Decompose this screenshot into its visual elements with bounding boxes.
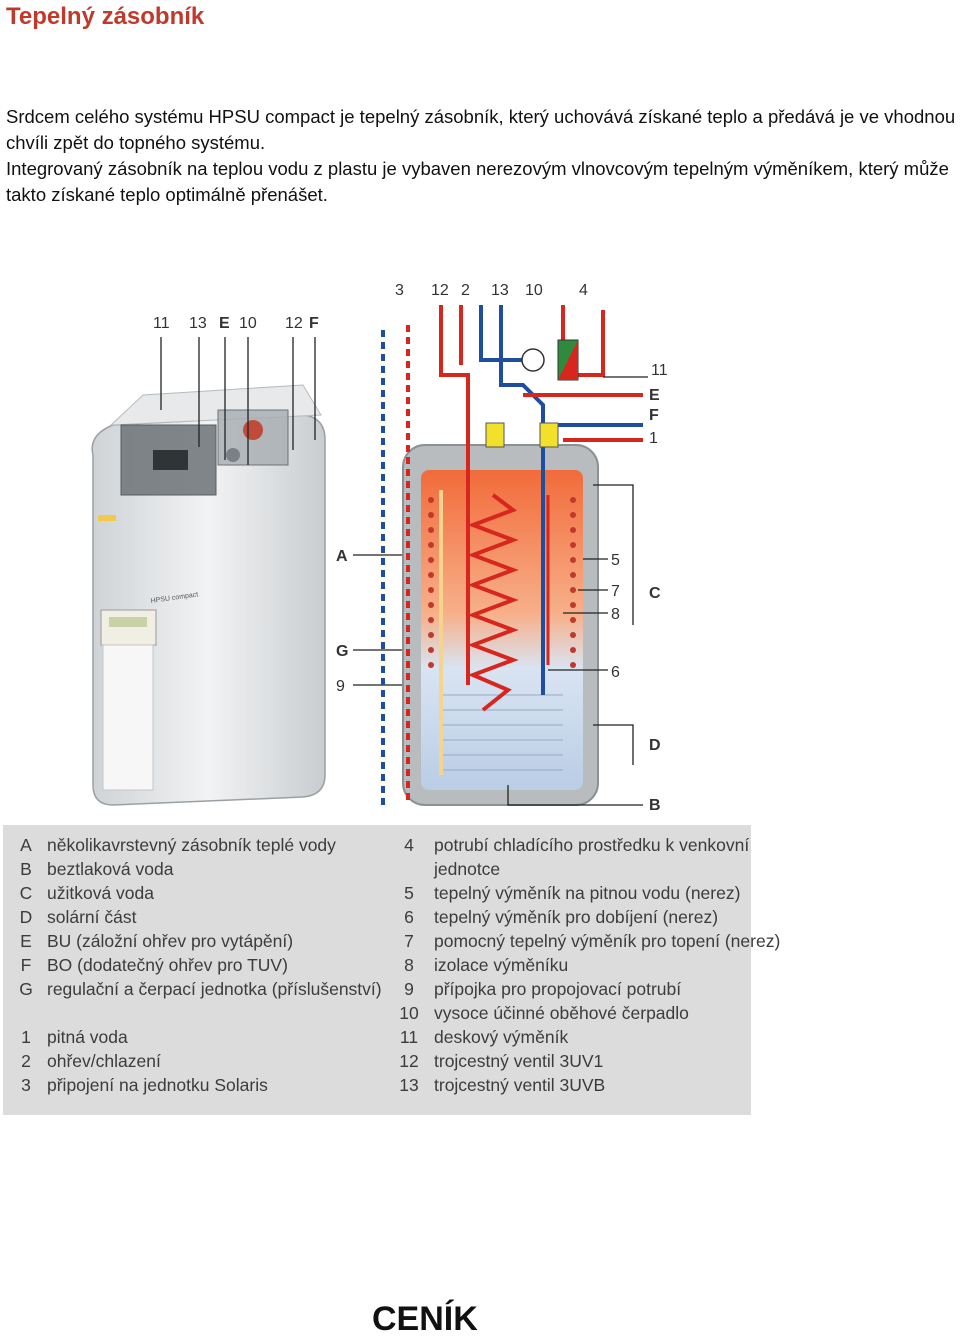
legend-text: pitná voda bbox=[47, 1027, 128, 1047]
callout-right-F: F bbox=[649, 407, 659, 424]
legend-key: G bbox=[19, 979, 33, 999]
tank-diagram: HPSU compact 11 13 E 10 12 bbox=[3, 265, 751, 825]
price-list-heading: CENÍK bbox=[372, 1300, 478, 1338]
callout-F: F bbox=[309, 315, 319, 332]
legend-text: beztlaková voda bbox=[47, 859, 174, 879]
legend-text: tepelný výměník na pitnou vodu (nerez) bbox=[434, 883, 741, 903]
legend-text: trojcestný ventil 3UV1 bbox=[434, 1051, 604, 1071]
page-title: Tepelný zásobník bbox=[6, 3, 205, 30]
legend-text: tepelný výměník pro dobíjení (nerez) bbox=[434, 907, 719, 927]
callout-right-D: D bbox=[649, 737, 661, 754]
legend-text: ohřev/chlazení bbox=[47, 1051, 161, 1071]
callout-right-E: E bbox=[649, 387, 660, 404]
callout-right-6: 6 bbox=[611, 664, 620, 681]
legend-text: izolace výměníku bbox=[434, 955, 569, 975]
legend-text: užitková voda bbox=[47, 883, 155, 903]
legend-key: 5 bbox=[404, 883, 414, 903]
intro-paragraph: Srdcem celého systému HPSU compact je te… bbox=[6, 106, 956, 153]
callout-E: E bbox=[219, 315, 230, 332]
callout-right-1: 1 bbox=[649, 430, 658, 447]
legend-key: 2 bbox=[21, 1051, 31, 1071]
legend-text: solární část bbox=[47, 907, 137, 927]
legend-text: pomocný tepelný výměník pro topení (nere… bbox=[434, 931, 781, 951]
callout-13: 13 bbox=[189, 315, 207, 332]
legend-key: 13 bbox=[399, 1075, 419, 1095]
callout-right-5: 5 bbox=[611, 552, 620, 569]
legend-key: C bbox=[19, 883, 33, 903]
legend-text: vysoce účinné oběhové čerpadlo bbox=[434, 1003, 689, 1023]
callout-top-13: 13 bbox=[491, 282, 509, 299]
legend-text: trojcestný ventil 3UVB bbox=[434, 1075, 606, 1095]
legend-text: BO (dodatečný ohřev pro TUV) bbox=[47, 955, 288, 975]
legend-key: A bbox=[20, 835, 32, 855]
legend-key: 8 bbox=[404, 955, 414, 975]
legend-key: 10 bbox=[399, 1003, 419, 1023]
callout-right-8: 8 bbox=[611, 606, 620, 623]
legend-text: regulační a čerpací jednotka (příslušens… bbox=[47, 979, 382, 999]
legend-key: E bbox=[20, 931, 32, 951]
legend-key: F bbox=[20, 955, 32, 975]
legend-key: 6 bbox=[404, 907, 414, 927]
callout-top-12: 12 bbox=[431, 282, 449, 299]
legend-key: 9 bbox=[404, 979, 414, 999]
callout-top-2: 2 bbox=[461, 282, 470, 299]
legend-key: D bbox=[19, 907, 33, 927]
legend-text: potrubí chladícího prostředku k venkovní bbox=[434, 835, 750, 855]
callout-right-C: C bbox=[649, 585, 661, 602]
callout-right-11: 11 bbox=[651, 362, 668, 379]
intro-paragraph: Integrovaný zásobník na teplou vodu z pl… bbox=[6, 158, 949, 205]
tank-cross-section bbox=[402, 444, 599, 806]
callout-A: A bbox=[336, 548, 348, 565]
hpsu-unit-illustration: HPSU compact bbox=[91, 384, 326, 806]
legend-key: 3 bbox=[21, 1075, 31, 1095]
callout-10: 10 bbox=[239, 315, 257, 332]
legend-text: BU (záložní ohřev pro vytápění) bbox=[47, 931, 294, 951]
storage-tank-figure: HPSU compact 11 13 E 10 12 bbox=[3, 265, 780, 1115]
tank-diagram-svg: HPSU compact 11 13 E 10 12 bbox=[91, 282, 668, 814]
callout-G: G bbox=[336, 643, 348, 660]
callout-right-7: 7 bbox=[611, 583, 620, 600]
legend-text: jednotce bbox=[434, 859, 501, 879]
legend-key: 4 bbox=[404, 835, 414, 855]
legend-key: 1 bbox=[21, 1027, 31, 1047]
legend-key: B bbox=[20, 859, 32, 879]
callout-top-10: 10 bbox=[525, 282, 543, 299]
legend-text: připojení na jednotku Solaris bbox=[47, 1075, 268, 1095]
callout-11: 11 bbox=[153, 315, 170, 332]
callout-12: 12 bbox=[285, 315, 303, 332]
callout-top-3: 3 bbox=[395, 282, 404, 299]
callout-right-B: B bbox=[649, 797, 661, 814]
legend-text: přípojka pro propojovací potrubí bbox=[434, 979, 682, 999]
legend-key: 12 bbox=[399, 1051, 419, 1071]
legend-key: 11 bbox=[399, 1027, 419, 1047]
callout-9: 9 bbox=[336, 678, 345, 695]
legend-text: několikavrstevný zásobník teplé vody bbox=[47, 835, 336, 855]
intro-text: Srdcem celého systému HPSU compact je te… bbox=[6, 104, 956, 208]
legend-text: deskový výměník bbox=[434, 1027, 569, 1047]
callout-top-4: 4 bbox=[579, 282, 588, 299]
legend-key: 7 bbox=[404, 931, 414, 951]
